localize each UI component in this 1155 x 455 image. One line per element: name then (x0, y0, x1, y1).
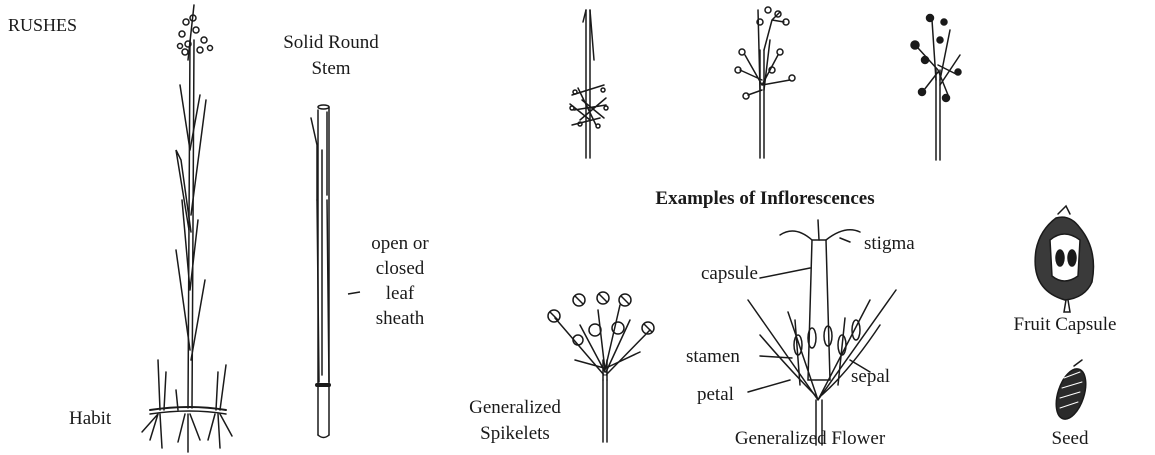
flower-caption: Generalized Flower (690, 428, 930, 450)
sepal-label: sepal (851, 366, 890, 388)
stamen-label: stamen (686, 346, 740, 368)
spikelets-label-line-1: Generalized (440, 397, 590, 419)
seed-label: Seed (1030, 428, 1110, 450)
petal-label: petal (697, 384, 734, 406)
fruit-capsule-label: Fruit Capsule (985, 314, 1145, 336)
stigma-label: stigma (864, 233, 915, 255)
inflorescences-heading: Examples of Inflorescences (610, 188, 920, 210)
capsule-label: capsule (701, 263, 758, 285)
spikelets-label-line-2: Spikelets (440, 423, 590, 445)
